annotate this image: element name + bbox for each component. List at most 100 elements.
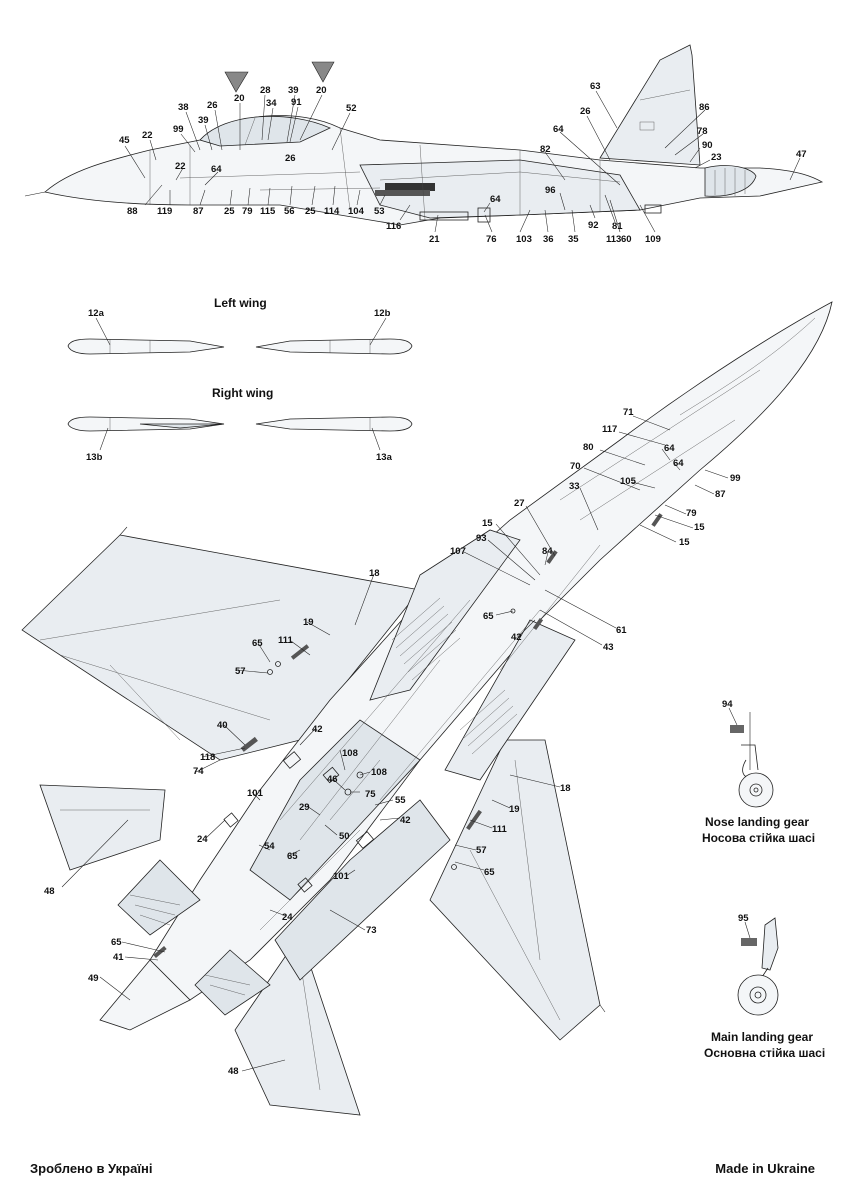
callout-label: 21 [429,234,440,245]
callout-label: 34 [266,98,277,109]
callout-label: 118 [200,752,215,763]
callout-label: 64 [490,194,501,205]
callout-label: 15 [694,522,705,533]
callout-label: 81 [612,221,623,232]
callout-label: 19 [509,804,520,815]
callout-label: 43 [603,642,614,653]
nose-gear-title-ua: Носова стійка шасі [702,831,815,845]
callout-label: 87 [715,489,726,500]
callout-label: 36 [543,234,554,245]
callout-label: 108 [342,748,358,759]
right-wing-title: Right wing [212,386,273,400]
callout-label: 65 [484,867,495,878]
callout-label: 12a [88,308,105,319]
callout-label: 50 [339,831,350,842]
callout-label: 24 [197,834,208,845]
callout-label: 113 [606,234,621,245]
callout-label: 115 [260,206,276,217]
callout-label: 46 [327,774,338,785]
callout-label: 39 [288,85,299,96]
emblem-logo-left [224,71,249,93]
emblem-logo-right [311,61,335,83]
callout-label: 88 [127,206,138,217]
side-view-aircraft [24,44,824,226]
callout-label: 42 [400,815,411,826]
callout-label: 29 [299,802,310,813]
callout-label: 22 [175,161,186,172]
callout-label: 78 [697,126,708,137]
callout-label: 116 [386,221,401,232]
callout-label: 87 [193,206,204,217]
intake-slots [375,183,435,196]
callout-label: 25 [224,206,235,217]
wing-views: Left wing Right wing 12a 12b 13b 13a [67,296,413,463]
intake-grille-right [459,689,518,755]
callout-label: 86 [699,102,710,113]
callout-label: 109 [645,234,661,245]
main-gear-title-ua: Основна стійка шасі [704,1046,825,1060]
callout-label: 64 [664,443,675,454]
callout-label: 49 [88,973,99,984]
callout-label: 76 [486,234,497,245]
callout-label: 93 [476,533,487,544]
callout-label: 65 [483,611,494,622]
callout-label: 64 [553,124,564,135]
callout-label: 114 [324,206,340,217]
callout-label: 24 [282,912,293,923]
callout-label: 40 [217,720,228,731]
callout-label: 79 [242,206,253,217]
callout-label: 101 [247,788,264,799]
callout-label: 39 [198,115,209,126]
nozzle-right [194,949,271,1016]
callout-label: 26 [285,153,296,164]
callout-label: 108 [371,767,387,778]
callout-label: 119 [157,206,172,217]
callout-label: 71 [623,407,634,418]
callout-label: 96 [545,185,556,196]
callout-label: 73 [366,925,377,936]
callout-label: 104 [348,206,365,217]
callout-label: 15 [482,518,493,529]
callout-label: 64 [211,164,222,175]
callout-label: 54 [264,841,275,852]
intake-grille-left [391,597,461,681]
callout-label: 101 [333,871,350,882]
left-wing-title: Left wing [214,296,267,310]
callout-label: 65 [287,851,298,862]
nose-gear-title-en: Nose landing gear [705,815,809,829]
callout-label: 92 [588,220,599,231]
callout-label: 18 [369,568,380,579]
callout-label: 55 [395,795,406,806]
side-view-leaders [124,90,801,233]
callout-label: 99 [173,124,184,135]
callout-label: 26 [580,106,591,117]
callout-label: 42 [511,632,522,643]
callout-label: 79 [686,508,697,519]
callout-label: 117 [602,424,617,435]
callout-label: 103 [516,234,532,245]
callout-label: 12b [374,308,391,319]
nozzle-left [117,859,201,936]
callout-label: 64 [673,458,684,469]
callout-label: 91 [291,97,302,108]
nose-landing-gear: 94 Nose landing gear Носова стійка шасі [702,699,815,845]
callout-label: 48 [228,1066,239,1077]
callout-label: 111 [278,635,294,646]
plan-view-labels: 71 117 80 64 64 99 70 105 87 33 79 27 15… [44,407,741,1077]
callout-label: 80 [583,442,594,453]
callout-label: 41 [113,952,124,963]
callout-label: 65 [111,937,122,948]
callout-label: 22 [142,130,153,141]
callout-label: 90 [702,140,713,151]
callout-label: 35 [568,234,579,245]
callout-label: 26 [207,100,218,111]
callout-label: 57 [235,666,246,677]
callout-label: 15 [679,537,690,548]
callout-label: 53 [374,206,385,217]
callout-label: 111 [492,824,508,835]
callout-label: 75 [365,789,376,800]
footer-made-in-ukraine-en: Made in Ukraine [715,1161,815,1176]
plan-view-aircraft [21,301,833,1116]
callout-label: 18 [560,783,571,794]
